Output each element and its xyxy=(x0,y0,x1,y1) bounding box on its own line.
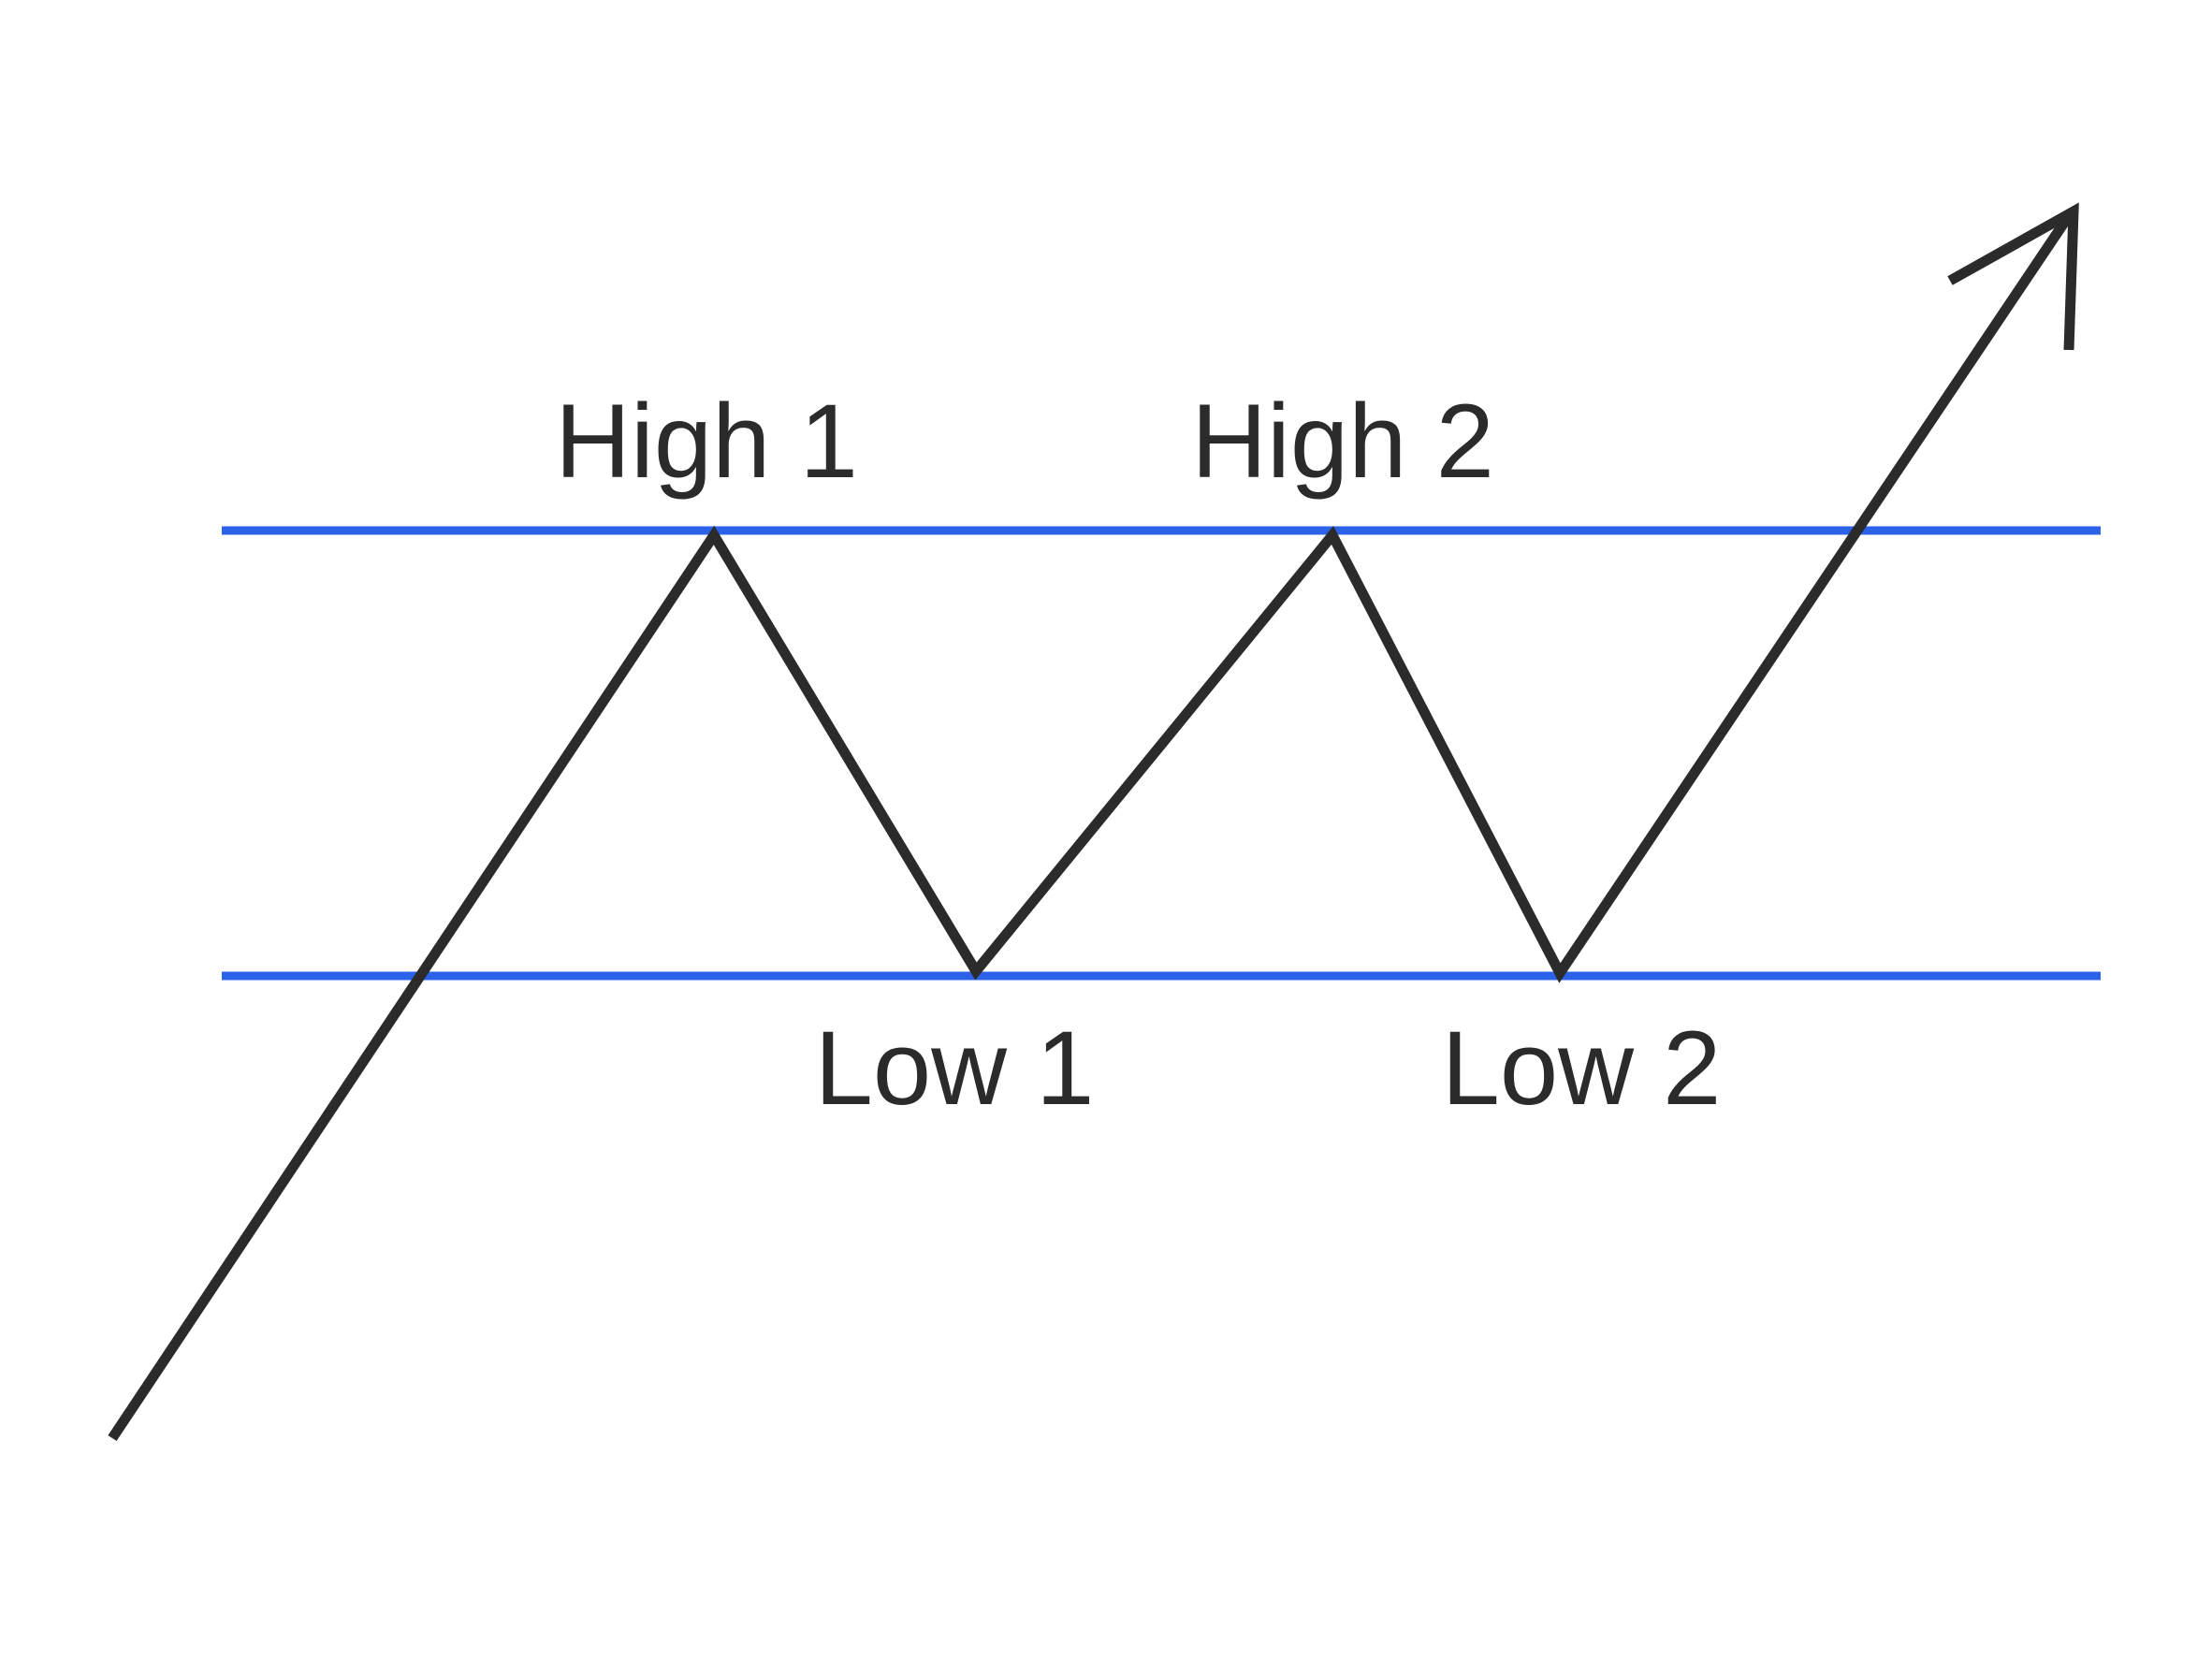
arrow-head-icon xyxy=(1947,202,2079,351)
label-high-1: High 1 xyxy=(555,383,858,500)
label-low-2: Low 2 xyxy=(1442,1010,1722,1127)
label-low-1: Low 1 xyxy=(815,1010,1095,1127)
price-action-path xyxy=(108,213,2073,1442)
label-high-2: High 2 xyxy=(1191,383,1494,500)
